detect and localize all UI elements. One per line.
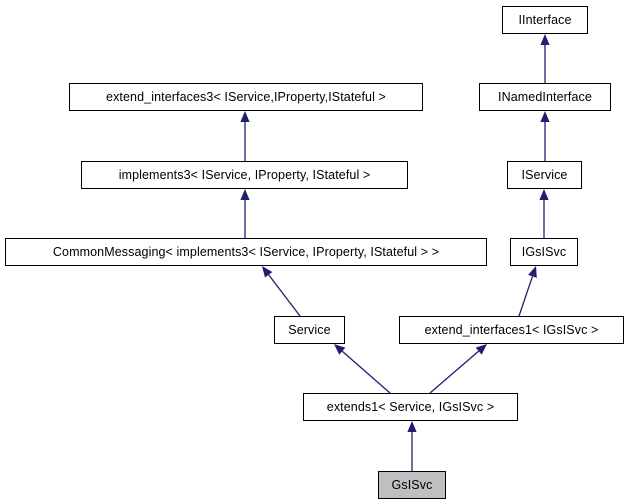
class-node-label: extend_interfaces1< IGsISvc > — [424, 322, 599, 337]
inheritance-edge — [240, 111, 250, 161]
class-node-label: extends1< Service, IGsISvc > — [326, 399, 495, 414]
inheritance-edge — [240, 189, 250, 238]
inheritance-edge — [407, 421, 417, 471]
edge-arrowhead-icon — [540, 34, 550, 45]
edge-arrowhead-icon — [240, 189, 250, 200]
class-node-inamedinterface[interactable]: INamedInterface — [479, 83, 611, 111]
class-node-extend_interfaces3[interactable]: extend_interfaces3< IService,IProperty,I… — [69, 83, 423, 111]
class-node-label: INamedInterface — [498, 89, 592, 104]
class-node-commonmessaging[interactable]: CommonMessaging< implements3< IService, … — [5, 238, 487, 266]
class-node-iservice[interactable]: IService — [507, 161, 582, 189]
class-node-implements3[interactable]: implements3< IService, IProperty, IState… — [81, 161, 408, 189]
edge-arrowhead-icon — [262, 266, 273, 278]
edge-arrowhead-icon — [540, 111, 550, 122]
edge-arrowhead-icon — [407, 421, 417, 432]
inheritance-edge — [429, 344, 487, 394]
inheritance-edge — [334, 344, 391, 394]
class-node-label: extend_interfaces3< IService,IProperty,I… — [106, 89, 386, 104]
inheritance-edge — [262, 266, 301, 317]
inheritance-edge — [540, 111, 550, 161]
edge-arrowhead-icon — [539, 189, 549, 200]
class-node-igsisvc[interactable]: IGsISvc — [510, 238, 578, 266]
class-node-label: implements3< IService, IProperty, IState… — [118, 167, 371, 182]
class-node-extends1[interactable]: extends1< Service, IGsISvc > — [303, 393, 518, 421]
inheritance-edge — [540, 34, 550, 83]
class-node-service[interactable]: Service — [274, 316, 345, 344]
edge-arrowhead-icon — [240, 111, 250, 122]
class-node-extend_interfaces1[interactable]: extend_interfaces1< IGsISvc > — [399, 316, 624, 344]
edge-line — [518, 276, 534, 317]
inheritance-edge — [518, 266, 537, 317]
edge-arrowhead-icon — [334, 344, 346, 355]
class-node-label: IInterface — [518, 12, 572, 27]
class-node-label: Service — [288, 322, 331, 337]
edge-arrowhead-icon — [475, 344, 487, 355]
edge-line — [341, 350, 391, 394]
edge-line — [268, 274, 301, 317]
edge-arrowhead-icon — [528, 266, 537, 278]
class-node-label: IService — [521, 167, 568, 182]
class-node-label: IGsISvc — [521, 244, 567, 259]
class-node-label: GsISvc — [391, 477, 433, 492]
inheritance-edge — [539, 189, 549, 238]
class-node-gsisvc[interactable]: GsISvc — [378, 471, 446, 499]
class-node-label: CommonMessaging< implements3< IService, … — [52, 244, 440, 259]
class-node-iinterface[interactable]: IInterface — [502, 6, 588, 34]
edge-line — [429, 350, 480, 394]
